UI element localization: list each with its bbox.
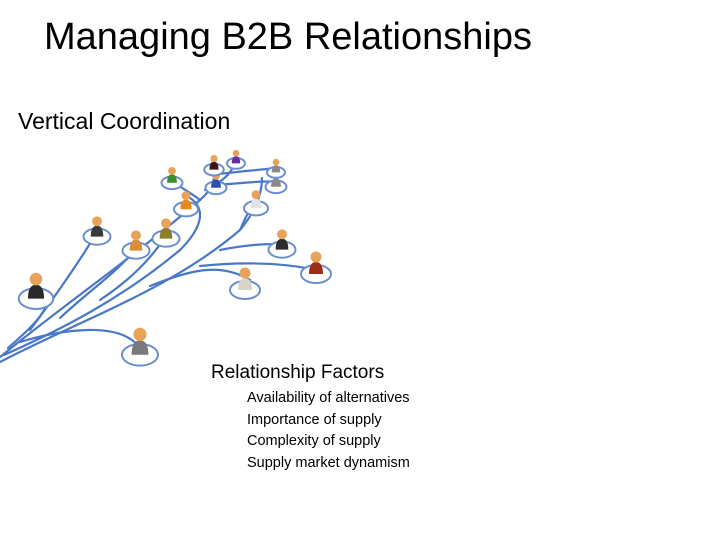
person-node-icon xyxy=(121,230,151,260)
factor-item: Supply market dynamism xyxy=(247,455,410,472)
person-node-icon xyxy=(226,149,246,170)
person-node-icon xyxy=(266,158,286,179)
factors-list: Availability of alternatives Importance … xyxy=(247,388,410,475)
person-node-icon xyxy=(160,167,184,191)
factor-item: Complexity of supply xyxy=(247,433,381,450)
person-node-icon xyxy=(121,327,159,367)
person-node-icon xyxy=(267,229,297,259)
network-tree-people-icon xyxy=(0,149,332,367)
person-node-icon xyxy=(173,191,199,218)
factor-item: Availability of alternatives xyxy=(247,390,410,406)
section-subtitle: Vertical Coordination xyxy=(18,108,231,134)
person-node-icon xyxy=(300,251,332,284)
person-node-icon xyxy=(203,154,225,177)
factors-heading: Relationship Factors xyxy=(211,362,385,383)
people-nodes xyxy=(17,149,332,367)
person-node-icon xyxy=(17,272,55,310)
person-node-icon xyxy=(82,216,112,246)
page-title: Managing B2B Relationships xyxy=(44,16,532,58)
person-node-icon xyxy=(243,190,269,217)
person-node-icon xyxy=(229,267,261,300)
factor-item: Importance of supply xyxy=(247,411,382,428)
person-node-icon xyxy=(151,218,181,248)
person-node-icon xyxy=(204,172,228,196)
